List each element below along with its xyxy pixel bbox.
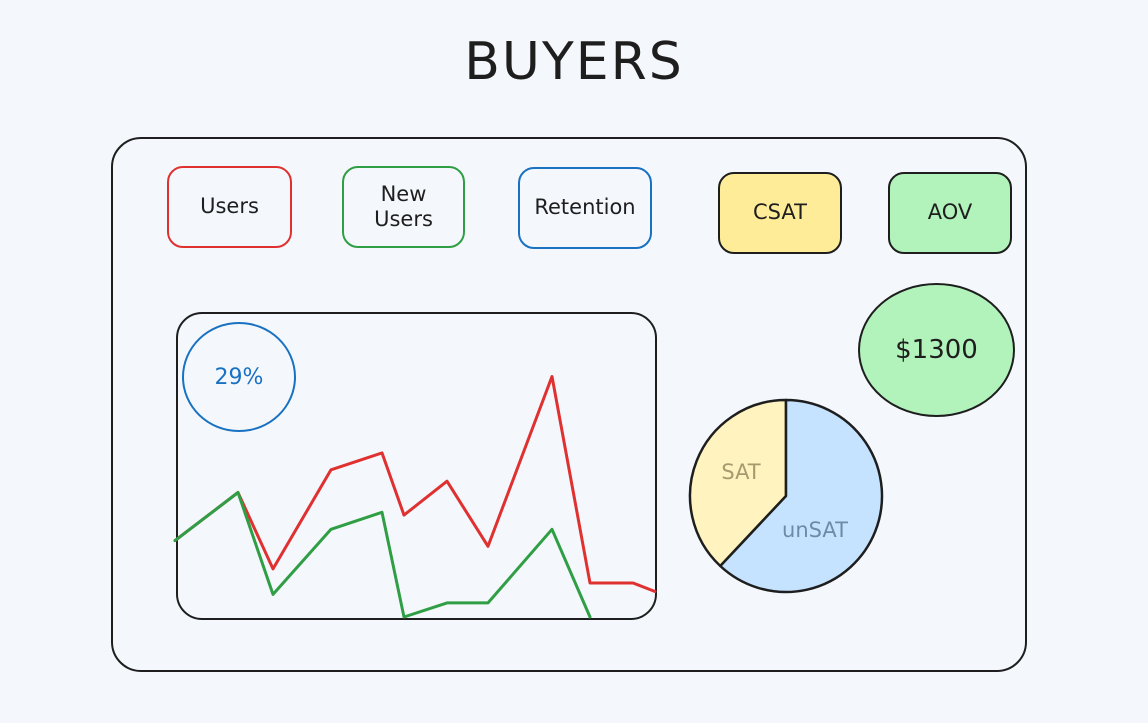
retention-label: Retention (534, 195, 636, 220)
pie-label-sat: SAT (721, 460, 760, 484)
csat-metric-button[interactable]: CSAT (718, 172, 842, 254)
new-users-series-line (173, 491, 592, 619)
aov-value-badge: $1300 (858, 283, 1015, 417)
pie-slice-unsat (719, 398, 884, 594)
retention-value-badge: 29% (182, 322, 296, 432)
line-chart-panel (176, 312, 657, 620)
dashboard-frame (111, 137, 1027, 672)
line-chart (173, 375, 657, 619)
aov-label: AOV (927, 200, 973, 225)
satisfaction-pie-chart: SAT unSAT (688, 398, 884, 594)
users-label: Users (200, 194, 259, 219)
retention-metric-button[interactable]: Retention (518, 167, 652, 249)
retention-value: 29% (214, 364, 264, 390)
aov-metric-button[interactable]: AOV (888, 172, 1012, 254)
pie-slice-sat (688, 398, 788, 568)
csat-label: CSAT (753, 200, 807, 225)
pie-label-unsat: unSAT (782, 518, 848, 542)
page-title: BUYERS (464, 32, 684, 92)
aov-value: $1300 (895, 335, 978, 365)
users-series-line (173, 375, 657, 593)
users-metric-button[interactable]: Users (167, 166, 292, 248)
